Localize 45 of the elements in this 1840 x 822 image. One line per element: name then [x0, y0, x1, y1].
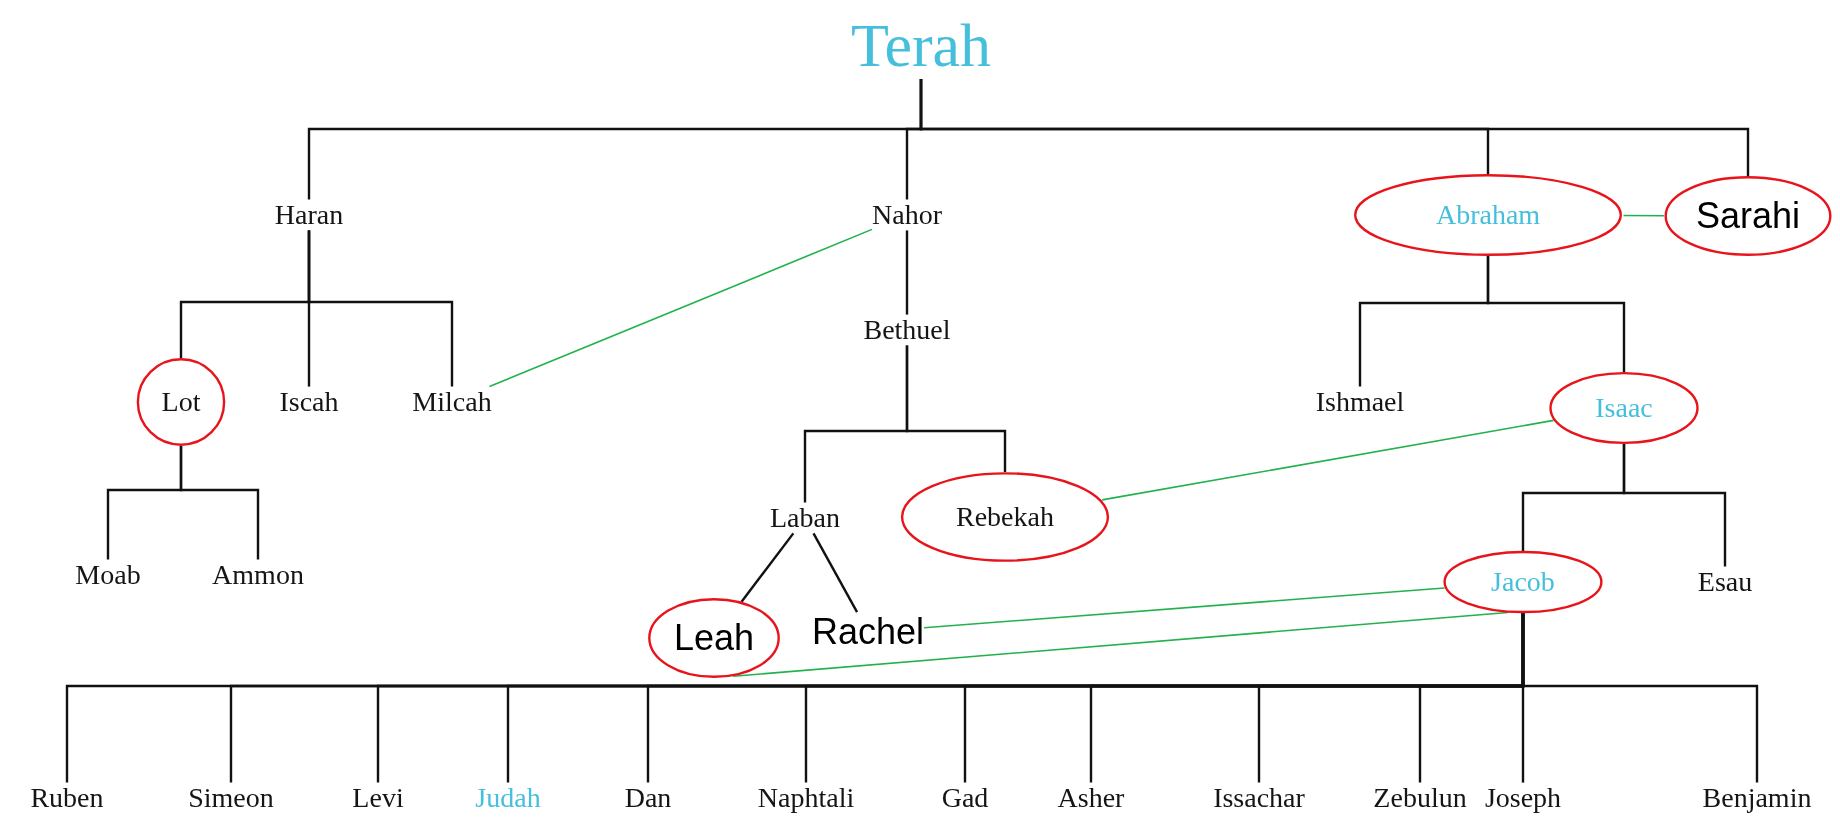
- name-label: Judah: [475, 782, 541, 814]
- name-label: Ishmael: [1315, 386, 1405, 418]
- name-label: Moab: [75, 559, 141, 591]
- name-label: Naphtali: [757, 782, 855, 814]
- name-label: Simeon: [188, 782, 274, 814]
- name-label: Haran: [274, 199, 344, 231]
- marriage-line: [1101, 419, 1555, 501]
- name-label: Bethuel: [863, 314, 951, 346]
- name-label: Jacob: [1491, 566, 1555, 598]
- name-label: Iscah: [279, 386, 339, 418]
- family-line: [1521, 613, 1759, 783]
- marriage-line: [1622, 214, 1665, 217]
- name-label: Lot: [161, 386, 201, 418]
- marriage-line: [923, 587, 1446, 629]
- name-label: Rachel: [811, 612, 925, 652]
- family-line: [1486, 256, 1626, 372]
- family-line: [905, 230, 909, 315]
- family-line: [1622, 444, 1727, 567]
- name-label: Ruben: [30, 782, 104, 814]
- name-label: Joseph: [1484, 782, 1562, 814]
- marriage-line: [488, 228, 873, 388]
- name-label: Gad: [941, 782, 989, 814]
- name-label: Ammon: [212, 559, 304, 591]
- name-label: Milcah: [412, 386, 492, 418]
- family-line: [740, 532, 795, 603]
- name-label: Isaac: [1595, 392, 1653, 424]
- name-label: Dan: [624, 782, 672, 814]
- name-label: Sarahi: [1695, 196, 1801, 236]
- family-line: [307, 230, 454, 387]
- family-line: [179, 446, 260, 560]
- name-label: Issachar: [1213, 782, 1305, 814]
- name-label: Laban: [770, 502, 840, 534]
- name-label: Abraham: [1435, 199, 1541, 231]
- name-label: Leah: [673, 618, 755, 658]
- name-label: Benjamin: [1702, 782, 1812, 814]
- name-label: Nahor: [872, 199, 942, 231]
- title-name: Terah: [850, 10, 992, 80]
- name-label: Levi: [352, 782, 404, 814]
- name-label: Esau: [1697, 566, 1753, 598]
- name-label: Asher: [1057, 782, 1125, 814]
- family-line: [812, 532, 859, 613]
- name-label: Rebekah: [956, 501, 1054, 533]
- name-label: Zebulun: [1373, 782, 1467, 814]
- family-line: [905, 345, 1007, 472]
- family-line: [919, 79, 1750, 176]
